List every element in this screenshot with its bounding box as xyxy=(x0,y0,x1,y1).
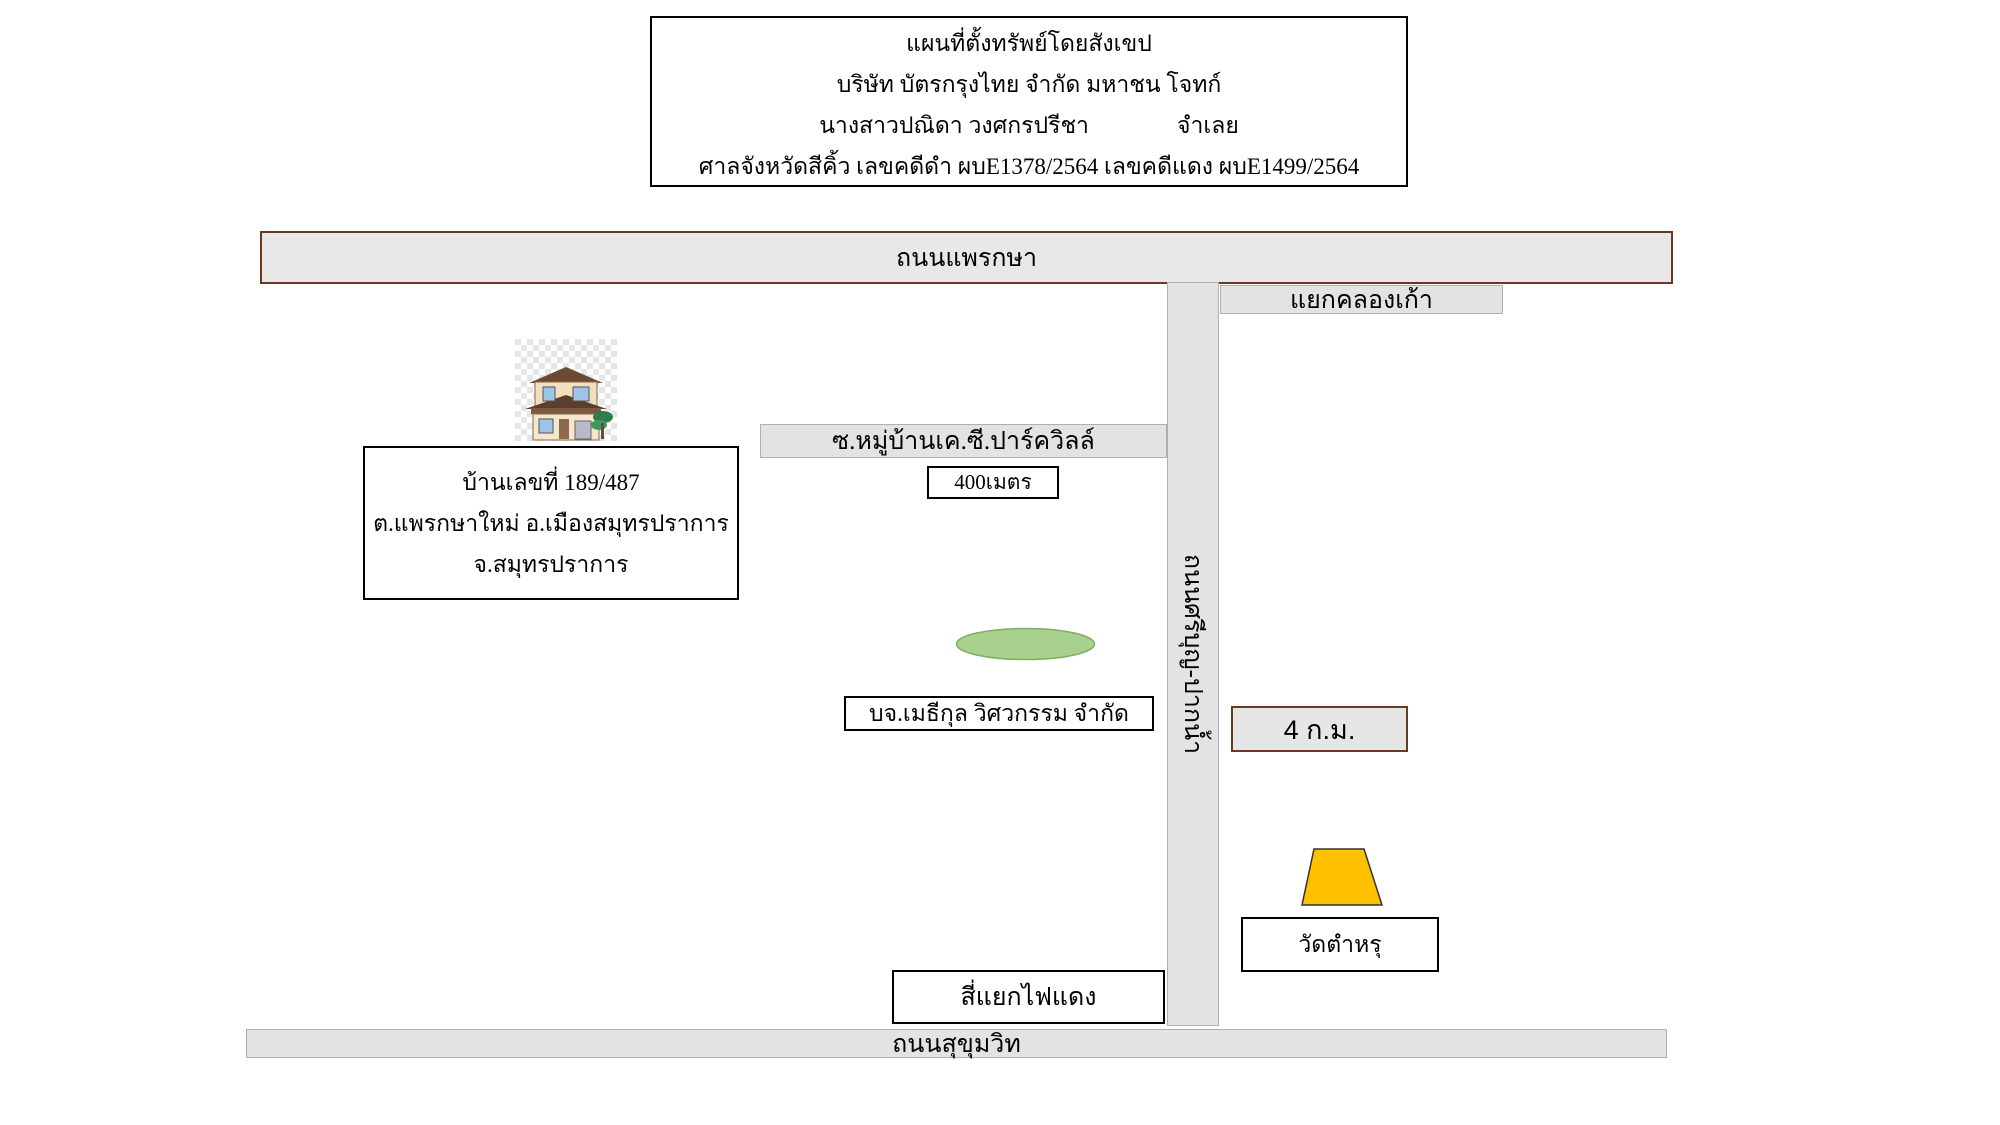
temple-name: วัดตำหรุ xyxy=(1298,931,1382,957)
company-name: บจ.เมธีกุล วิศวกรรม จำกัด xyxy=(869,700,1129,726)
road-sriboon-paknam: ถนนศรีบุญ-ปากน้ำ xyxy=(1167,282,1219,1026)
temple-label: วัดตำหรุ xyxy=(1241,917,1439,972)
road-distance-label: 4 ก.ม. xyxy=(1231,706,1408,752)
temple-marker xyxy=(1300,847,1384,907)
company-landmark-marker xyxy=(955,627,1096,661)
house-icon xyxy=(515,339,617,441)
road-sukhumvit: ถนนสุขุมวิท xyxy=(246,1029,1667,1058)
road-sukhumvit-label: ถนนสุขุมวิท xyxy=(892,1030,1021,1058)
defendant-role: จำเลย xyxy=(1176,112,1239,138)
junction-khlongkao-label: แยกคลองเก้า xyxy=(1290,286,1433,314)
soi-kc-parkville-label: ซ.หมู่บ้านเค.ซี.ปาร์ควิลล์ xyxy=(832,428,1095,455)
defendant-name: นางสาวปณิดา วงศกรปรีชา xyxy=(819,112,1089,138)
road-distance-text: 4 ก.ม. xyxy=(1283,714,1356,745)
road-praeksa: ถนนแพรกษา xyxy=(260,231,1673,284)
plaintiff-line: บริษัท บัตรกรุงไทย จำกัด มหาชน โจทก์ xyxy=(836,71,1222,97)
defendant-line: นางสาวปณิดา วงศกรปรีชา จำเลย xyxy=(652,105,1406,146)
soi-kc-parkville: ซ.หมู่บ้านเค.ซี.ปาร์ควิลล์ xyxy=(760,424,1167,458)
traffic-light-junction-label: สี่แยกไฟแดง xyxy=(892,970,1165,1024)
junction-khlongkao: แยกคลองเก้า xyxy=(1220,285,1503,314)
soi-distance-label: 400เมตร xyxy=(927,466,1059,499)
road-sriboon-paknam-label: ถนนศรีบุญ-ปากน้ำ xyxy=(1179,553,1206,755)
map-title-box: แผนที่ตั้งทรัพย์โดยสังเขป บริษัท บัตรกรุ… xyxy=(650,16,1408,187)
soi-distance-text: 400เมตร xyxy=(954,470,1032,494)
traffic-light-junction-text: สี่แยกไฟแดง xyxy=(960,984,1097,1011)
map-title: แผนที่ตั้งทรัพย์โดยสังเขป xyxy=(906,30,1152,56)
property-province: จ.สมุทรปราการ xyxy=(473,551,629,577)
property-subdistrict: ต.แพรกษาใหม่ อ.เมืองสมุทรปราการ xyxy=(373,510,729,536)
property-address-box: บ้านเลขที่ 189/487 ต.แพรกษาใหม่ อ.เมืองส… xyxy=(363,446,739,600)
road-praeksa-label: ถนนแพรกษา xyxy=(896,244,1037,272)
court-case-line: ศาลจังหวัดสีคิ้ว เลขคดีดำ ผบE1378/2564 เ… xyxy=(698,153,1360,179)
property-house-number: บ้านเลขที่ 189/487 xyxy=(462,469,640,495)
company-label: บจ.เมธีกุล วิศวกรรม จำกัด xyxy=(844,696,1154,731)
